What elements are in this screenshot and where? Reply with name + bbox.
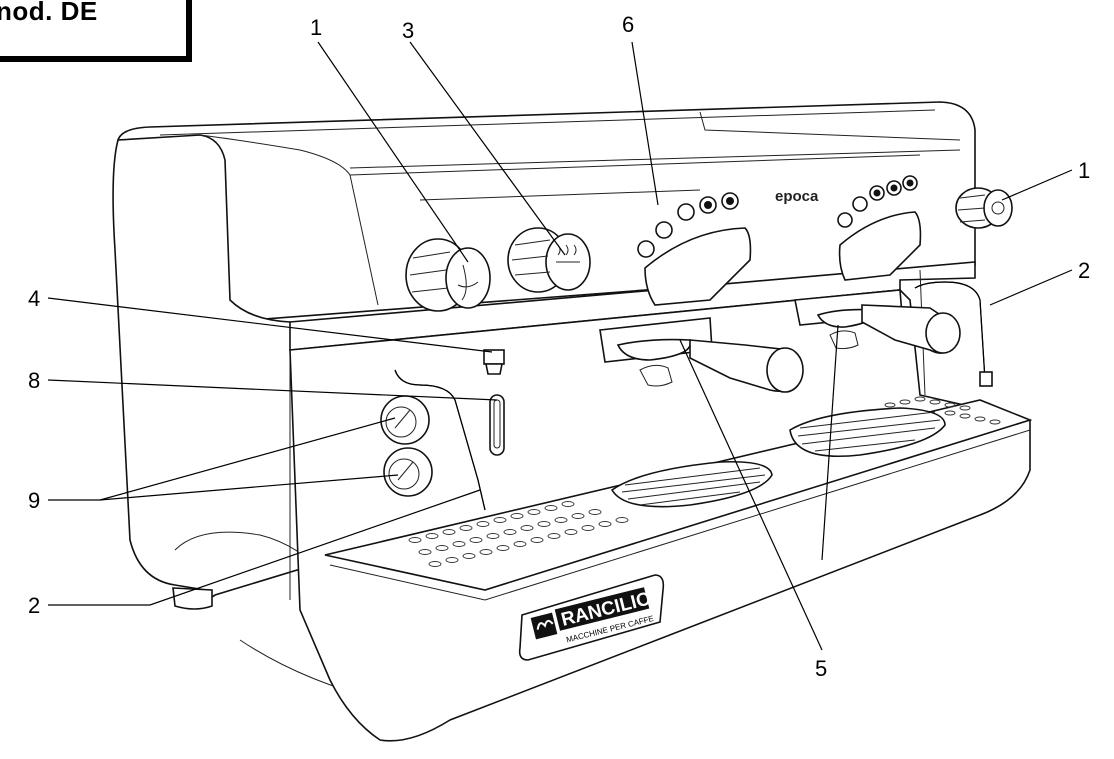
callout-1-top-left: 1	[310, 15, 322, 40]
callout-4: 4	[28, 286, 40, 311]
leader-1-left	[317, 41, 469, 263]
leader-lines	[47, 41, 1073, 651]
cup-grate-center	[610, 460, 773, 508]
leader-6	[631, 41, 659, 206]
callout-5: 5	[815, 656, 827, 681]
steam-wand-right	[914, 281, 993, 387]
callout-labels: 1 3 6 1 2 4 8 9 2 5	[28, 12, 1090, 681]
leader-5b	[821, 324, 839, 561]
pressure-gauge-lower	[383, 447, 433, 497]
pressure-gauge-upper	[380, 395, 430, 445]
leader-3	[409, 41, 566, 256]
group-head-left	[599, 227, 804, 393]
button-panel-right	[837, 175, 918, 228]
leader-4	[47, 297, 493, 353]
cup-grate-right	[789, 407, 946, 458]
drip-tray-holes-right	[884, 396, 1001, 425]
steam-knob-left	[405, 238, 491, 312]
title-box: nod. DE	[0, 0, 192, 62]
hot-water-spout	[483, 349, 505, 375]
leader-1-right	[1001, 169, 1073, 201]
machine-foot	[172, 587, 213, 610]
sight-glass	[489, 394, 505, 456]
brand-label: epoca	[775, 188, 819, 205]
callout-2-right: 2	[1078, 258, 1090, 283]
drip-tray-holes-left	[408, 501, 629, 567]
callout-1-right: 1	[1078, 158, 1090, 183]
leader-9b	[99, 474, 399, 501]
group-head-right	[794, 211, 961, 354]
page-title: nod. DE	[0, 0, 98, 26]
button-panel-left	[637, 192, 739, 258]
callout-9: 9	[28, 488, 40, 513]
leader-8	[47, 379, 498, 401]
leader-2-right	[989, 269, 1073, 306]
hot-water-knob	[507, 227, 591, 293]
callout-6: 6	[622, 12, 634, 37]
callout-2-left: 2	[28, 593, 40, 618]
steam-knob-right	[955, 187, 1013, 229]
leader-2-left	[48, 489, 481, 606]
callout-8: 8	[28, 368, 40, 393]
drip-tray	[324, 396, 1033, 601]
leader-5a	[679, 339, 823, 651]
callout-3: 3	[402, 18, 414, 43]
